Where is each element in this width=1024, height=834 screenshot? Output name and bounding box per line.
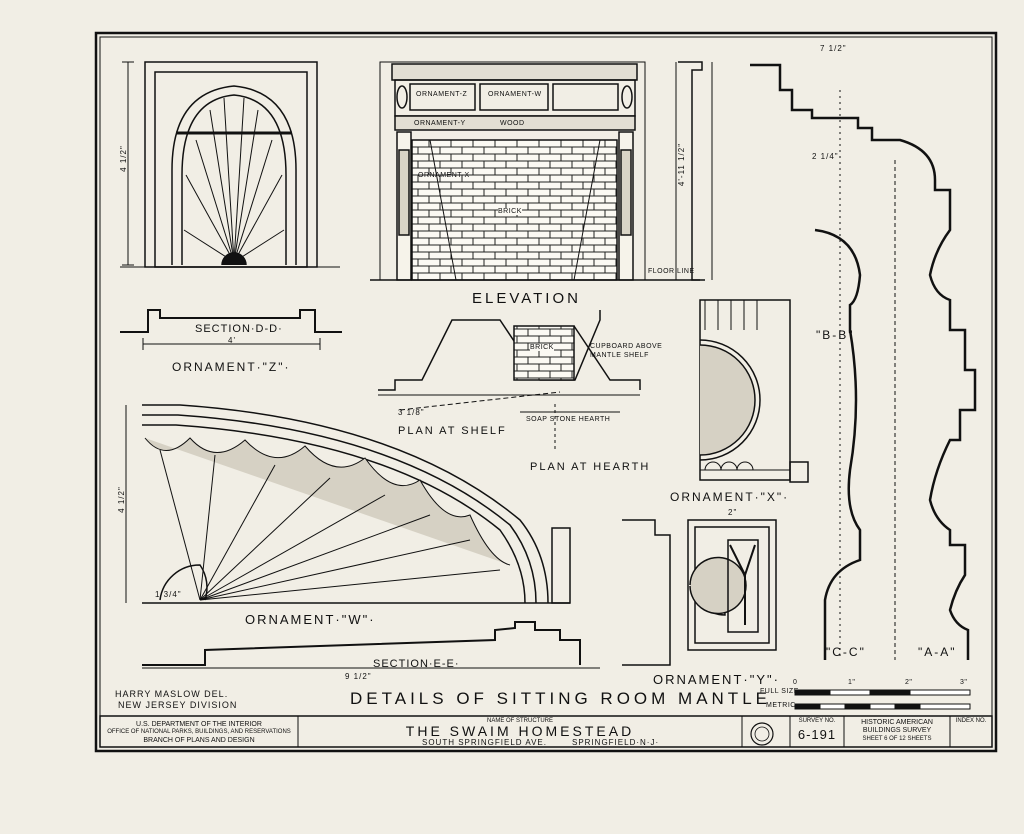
- index-caption: INDEX NO.: [955, 718, 987, 724]
- outer-border: [94, 31, 998, 753]
- ornament-w-tag: ORNAMENT-W: [488, 91, 542, 98]
- moulding-profile-drawing: [750, 63, 977, 660]
- w-width-dim: 1 3/4": [155, 590, 182, 599]
- plan-shelf-label: PLAN AT SHELF: [398, 425, 507, 437]
- w-height-dim: 4 1/2": [116, 486, 126, 513]
- delineator-credit: HARRY MASLOW DEL.: [115, 689, 229, 699]
- y-width-dim: 2": [728, 508, 738, 517]
- section-cc-label: "C-C": [826, 645, 866, 659]
- survey-caption: SURVEY NO.: [798, 718, 836, 724]
- ornament-w-drawing: [125, 404, 571, 604]
- structure-name: THE SWAIM HOMESTEAD: [405, 723, 635, 739]
- main-title: DETAILS OF SITTING ROOM MANTLE: [350, 689, 771, 708]
- section-ee-label: SECTION·E-E·: [373, 658, 460, 670]
- plan-hearth-label: PLAN AT HEARTH: [530, 461, 651, 473]
- aa-top-dim: 7 1/2": [820, 44, 847, 53]
- z-height-dim: 4 1/2": [118, 145, 128, 172]
- floor-line-note: FLOOR LINE: [648, 268, 695, 275]
- section-aa-label: "A-A": [918, 645, 957, 659]
- ornament-z-tag: ORNAMENT-Z: [416, 91, 468, 98]
- ornament-y-drawing: [622, 519, 777, 666]
- sheet-text: SHEET 6 OF 12 SHEETS: [862, 736, 932, 742]
- title-block-frame: [99, 715, 993, 748]
- full-size-label: FULL SIZE: [760, 688, 799, 695]
- soapstone-note: SOAP STONE HEARTH: [526, 416, 611, 423]
- survey-no: 6-191: [797, 727, 837, 742]
- section-dd-label: SECTION·D-D·: [195, 323, 283, 335]
- habs-line-1: HISTORIC AMERICAN: [861, 719, 933, 726]
- scale-tick-2: 2": [905, 679, 913, 686]
- address: SOUTH SPRINGFIELD AVE.: [422, 738, 547, 747]
- dept-line-3: BRANCH OF PLANS AND DESIGN: [143, 737, 255, 744]
- ornament-y-tag: ORNAMENT-Y: [414, 120, 466, 127]
- section-bb-label: "B-B": [816, 328, 855, 342]
- wood-note: WOOD: [500, 120, 525, 127]
- metric-label: METRIC: [766, 702, 796, 709]
- ornament-x-drawing: [699, 299, 809, 483]
- section-dd-drawing: [120, 309, 342, 350]
- ornament-x-tag: ORNAMENT-X: [418, 172, 470, 179]
- scale-tick-1: 1": [848, 679, 856, 686]
- cc-width-dim: 2 1/4": [812, 152, 839, 161]
- dept-line-2: OFFICE OF NATIONAL PARKS, BUILDINGS, AND…: [107, 729, 291, 735]
- ornament-y-label: ORNAMENT·"Y"·: [653, 672, 780, 687]
- ornament-w-label: ORNAMENT·"W"·: [245, 612, 376, 627]
- dept-line-1: U.S. DEPARTMENT OF THE INTERIOR: [136, 721, 262, 728]
- graphic-scale: [794, 689, 971, 710]
- division-credit: NEW JERSEY DIVISION: [118, 700, 238, 710]
- ee-length-dim: 9 1/2": [345, 672, 372, 681]
- city: SPRINGFIELD·N·J·: [572, 738, 660, 747]
- scale-tick-3: 3": [960, 679, 968, 686]
- ornament-z-drawing: [120, 61, 340, 268]
- plan-drawings: [378, 310, 641, 450]
- brick-note: BRICK: [498, 208, 522, 215]
- name-caption: NAME OF STRUCTURE: [487, 718, 553, 724]
- section-ee-drawing: [142, 621, 600, 669]
- ornament-x-label: ORNAMENT·"X"·: [670, 490, 790, 504]
- dd-width-dim: 4': [228, 336, 236, 345]
- brick-plan-note: BRICK: [530, 344, 554, 351]
- elevation-label: ELEVATION: [472, 290, 581, 307]
- ornament-z-label: ORNAMENT·"Z"·: [172, 360, 291, 374]
- cupboard-note: CUPBOARD ABOVE MANTLE SHELF: [590, 343, 663, 359]
- elev-height-dim: 4'-11 1/2": [677, 142, 687, 187]
- habs-line-2: BUILDINGS SURVEY: [862, 727, 932, 734]
- scale-tick-0: 0: [793, 679, 798, 686]
- shelf-depth-dim: 3 1/8": [398, 408, 425, 417]
